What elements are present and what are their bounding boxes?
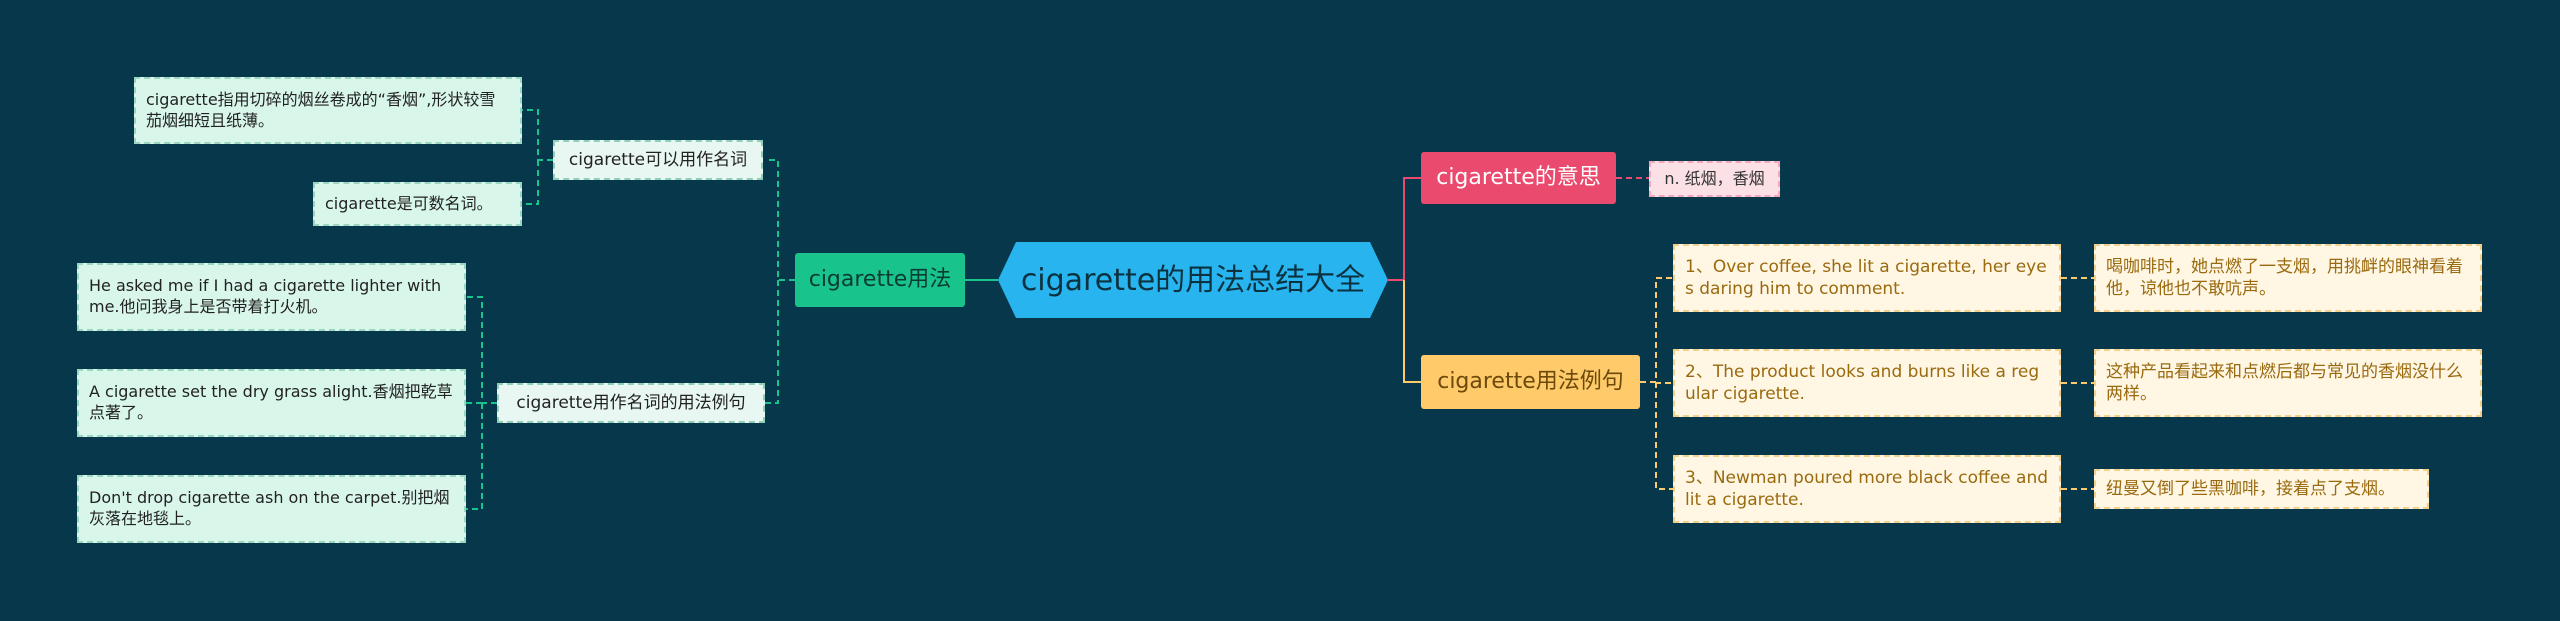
central-topic[interactable]: cigarette的用法总结大全 (998, 242, 1388, 318)
leaf-meaning-value[interactable]: n. 纸烟，香烟 (1649, 161, 1780, 197)
subtopic-noun-examples[interactable]: cigarette用作名词的用法例句 (497, 383, 765, 423)
example-translation-2[interactable]: 这种产品看起来和点燃后都与常见的香烟没什么两样。 (2094, 349, 2482, 417)
example-translation-1[interactable]: 喝咖啡时，她点燃了一支烟，用挑衅的眼神看着他，谅他也不敢吭声。 (2094, 244, 2482, 312)
branch-examples[interactable]: cigarette用法例句 (1421, 355, 1640, 409)
leaf-noun-example-3[interactable]: Don't drop cigarette ash on the carpet.别… (77, 475, 466, 543)
example-sentence-1[interactable]: 1、Over coffee, she lit a cigarette, her … (1673, 244, 2061, 312)
example-sentence-3[interactable]: 3、Newman poured more black coffee and li… (1673, 455, 2061, 523)
leaf-noun-definition[interactable]: cigarette指用切碎的烟丝卷成的“香烟”,形状较雪茄烟细短且纸薄。 (134, 77, 522, 144)
leaf-noun-example-1[interactable]: He asked me if I had a cigarette lighter… (77, 263, 466, 331)
example-translation-3[interactable]: 纽曼又倒了些黑咖啡，接着点了支烟。 (2094, 469, 2429, 509)
branch-meaning[interactable]: cigarette的意思 (1421, 152, 1616, 204)
subtopic-noun-usage[interactable]: cigarette可以用作名词 (553, 140, 763, 180)
leaf-noun-example-2[interactable]: A cigarette set the dry grass alight.香烟把… (77, 369, 466, 437)
example-sentence-2[interactable]: 2、The product looks and burns like a reg… (1673, 349, 2061, 417)
branch-usage[interactable]: cigarette用法 (795, 253, 965, 307)
leaf-countable-noun[interactable]: cigarette是可数名词。 (313, 182, 522, 226)
